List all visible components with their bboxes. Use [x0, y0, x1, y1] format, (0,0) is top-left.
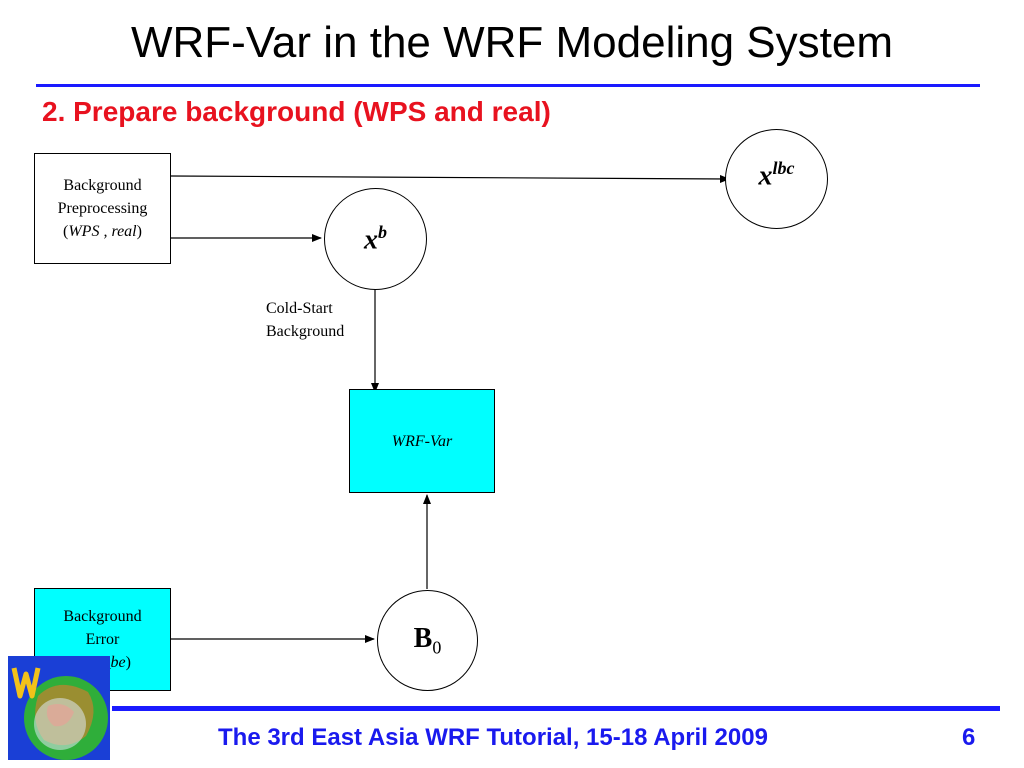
slide-title: WRF-Var in the WRF Modeling System: [130, 18, 893, 67]
bkg-error-line1: Background: [63, 608, 142, 625]
xlbc-base: x: [758, 160, 773, 192]
b0-subscript: 0: [432, 637, 442, 658]
cold-start-line2: Background: [266, 323, 345, 340]
bkg-error-paren-close: ): [125, 654, 131, 671]
slide-subtitle: 2. Prepare background (WPS and real): [42, 96, 551, 127]
wrf-logo-icon: [8, 656, 110, 760]
preproc-line1: Background: [63, 177, 142, 194]
b0-base: B: [413, 622, 433, 654]
b0-node: B0: [377, 590, 478, 691]
wrfvar-label: WRF-Var: [391, 432, 453, 450]
cold-start-label: Cold-Start Background: [266, 297, 344, 343]
page-number: 6: [962, 724, 976, 751]
xb-node: xb: [324, 188, 427, 290]
xlbc-superscript: lbc: [772, 157, 795, 178]
preproc-paren-close: ): [136, 223, 142, 240]
preproc-line2: Preprocessing: [57, 200, 148, 217]
footer-text: The 3rd East Asia WRF Tutorial, 15-18 Ap…: [218, 724, 768, 751]
preproc-paren-open: (: [63, 223, 69, 240]
xlbc-node: xlbc: [725, 129, 828, 229]
preproc-tools: WPS , real: [68, 223, 137, 240]
title-divider: [36, 84, 980, 87]
xb-superscript: b: [378, 221, 387, 242]
wrfvar-box: WRF-Var: [349, 389, 495, 493]
xb-base: x: [364, 224, 378, 256]
cold-start-line1: Cold-Start: [266, 300, 333, 317]
footer-divider: [112, 706, 1000, 711]
bkg-error-line2: Error: [85, 631, 120, 648]
arrow-preproc-to-xlbc: [170, 174, 730, 183]
background-preprocessing-box: Background Preprocessing (WPS , real): [34, 153, 171, 264]
